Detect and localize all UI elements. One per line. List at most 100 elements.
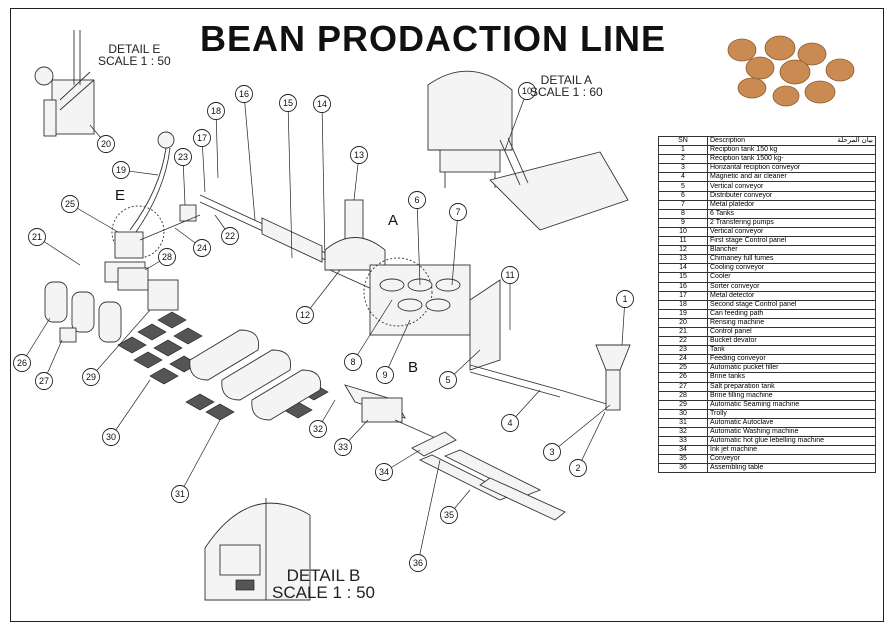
section-letter-a: A <box>388 212 398 229</box>
callout-34: 34 <box>375 463 393 481</box>
legend-row-sn: 23 <box>658 345 708 356</box>
callout-circle <box>501 266 519 284</box>
legend-header-sn: SN <box>658 135 708 147</box>
callout-number: 30 <box>106 432 116 442</box>
callout-circle <box>440 506 458 524</box>
callout-31: 31 <box>171 485 189 503</box>
drawing-frame <box>10 8 884 622</box>
callout-28: 28 <box>158 248 176 266</box>
leader-line <box>577 411 606 469</box>
legend-row-description: Control panel <box>707 326 876 338</box>
legend-row-description: Cooling conveyor <box>707 263 876 274</box>
legend-row-sn: 11 <box>658 236 708 247</box>
legend-row-description: Rensing machine <box>707 317 876 328</box>
legend-row-sn: 1 <box>658 145 708 156</box>
callout-11: 11 <box>501 266 519 284</box>
callout-7: 7 <box>449 203 467 221</box>
legend-row-sn: 18 <box>658 299 708 310</box>
legend-row-description: Blancher <box>707 245 876 256</box>
legend-row-description: Metal detector <box>707 290 876 301</box>
callout-26: 26 <box>13 354 31 372</box>
callout-circle <box>408 191 426 209</box>
callout-number: 32 <box>313 424 323 434</box>
leader-line <box>179 419 221 495</box>
callout-13: 13 <box>350 146 368 164</box>
legend-row-description: Trolly <box>707 408 876 419</box>
legend-header-row: SN Description بيان المرحلة <box>658 135 876 147</box>
callout-circle <box>193 129 211 147</box>
leader-line <box>352 299 393 363</box>
legend-row-description: Can feeding path <box>707 308 876 319</box>
legend-row-sn: 25 <box>658 363 708 374</box>
callout-number: 33 <box>338 442 348 452</box>
callout-number: 2 <box>575 463 580 473</box>
callout-32: 32 <box>309 420 327 438</box>
leader-line <box>287 102 293 259</box>
callout-circle <box>61 195 79 213</box>
legend-row-description: Automatic hot glue lebelling machine <box>707 436 876 447</box>
legend-row-description: Vertical conveyor <box>707 181 876 192</box>
callout-number: 19 <box>116 165 126 175</box>
legend-row-sn: 17 <box>658 290 708 301</box>
callout-2: 2 <box>569 459 587 477</box>
legend-row-description: Ink jet machine <box>707 445 876 456</box>
legend-row-sn: 33 <box>658 436 708 447</box>
callout-circle <box>193 239 211 257</box>
callout-circle <box>449 203 467 221</box>
legend-row-sn: 29 <box>658 399 708 410</box>
detail-e-scale: SCALE 1 : 50 <box>98 54 171 68</box>
legend-row-sn: 22 <box>658 336 708 347</box>
legend-row-description: Automatic Autoclave <box>707 417 876 429</box>
callout-circle <box>13 354 31 372</box>
legend-row-sn: 36 <box>658 463 708 474</box>
callout-29: 29 <box>82 368 100 386</box>
legend-row-description: Bucket devator <box>707 336 876 347</box>
callout-circle <box>174 148 192 166</box>
callout-number: 16 <box>239 89 249 99</box>
legend-row-description: Cooler <box>707 272 876 283</box>
callout-15: 15 <box>279 94 297 112</box>
legend-row-sn: 34 <box>658 445 708 456</box>
callout-circle <box>375 463 393 481</box>
legend-row-description: Brine filling machine <box>707 390 876 401</box>
detail-e-drawing <box>34 30 95 137</box>
callout-circle <box>616 290 634 308</box>
callout-number: 7 <box>455 207 460 217</box>
legend-row-description: Reciption tank 1500 kg- <box>707 154 876 165</box>
callout-number: 3 <box>549 447 554 457</box>
callout-number: 5 <box>445 375 450 385</box>
legend-row-description: Automatic Washing machine <box>707 426 876 438</box>
callout-number: 13 <box>354 150 364 160</box>
legend-row-sn: 14 <box>658 263 708 274</box>
callout-number: 28 <box>162 252 172 262</box>
legend-row-description: 2 Transfering pumps <box>707 217 876 228</box>
callout-number: 10 <box>522 86 532 96</box>
leader-line <box>416 199 421 286</box>
leader-line <box>69 203 119 233</box>
callout-circle <box>207 102 225 120</box>
callout-number: 21 <box>32 232 42 242</box>
callout-23: 23 <box>174 148 192 166</box>
callout-circle <box>221 227 239 245</box>
page-title: BEAN PRODACTION LINE <box>200 18 667 59</box>
legend-row-description: 6 Tanks <box>707 208 876 219</box>
detail-b-label: DETAIL B SCALE 1 : 50 <box>272 567 375 601</box>
callout-20: 20 <box>97 135 115 153</box>
autoclaves-drawing <box>189 329 322 421</box>
leader-line <box>384 319 411 376</box>
detail-a-name: DETAIL A <box>540 73 593 87</box>
legend-row-description: Tank <box>707 345 876 356</box>
callout-circle <box>102 428 120 446</box>
leader-line <box>90 309 151 378</box>
callout-number: 29 <box>86 372 96 382</box>
legend-row-description: Brine tanks <box>707 372 876 383</box>
